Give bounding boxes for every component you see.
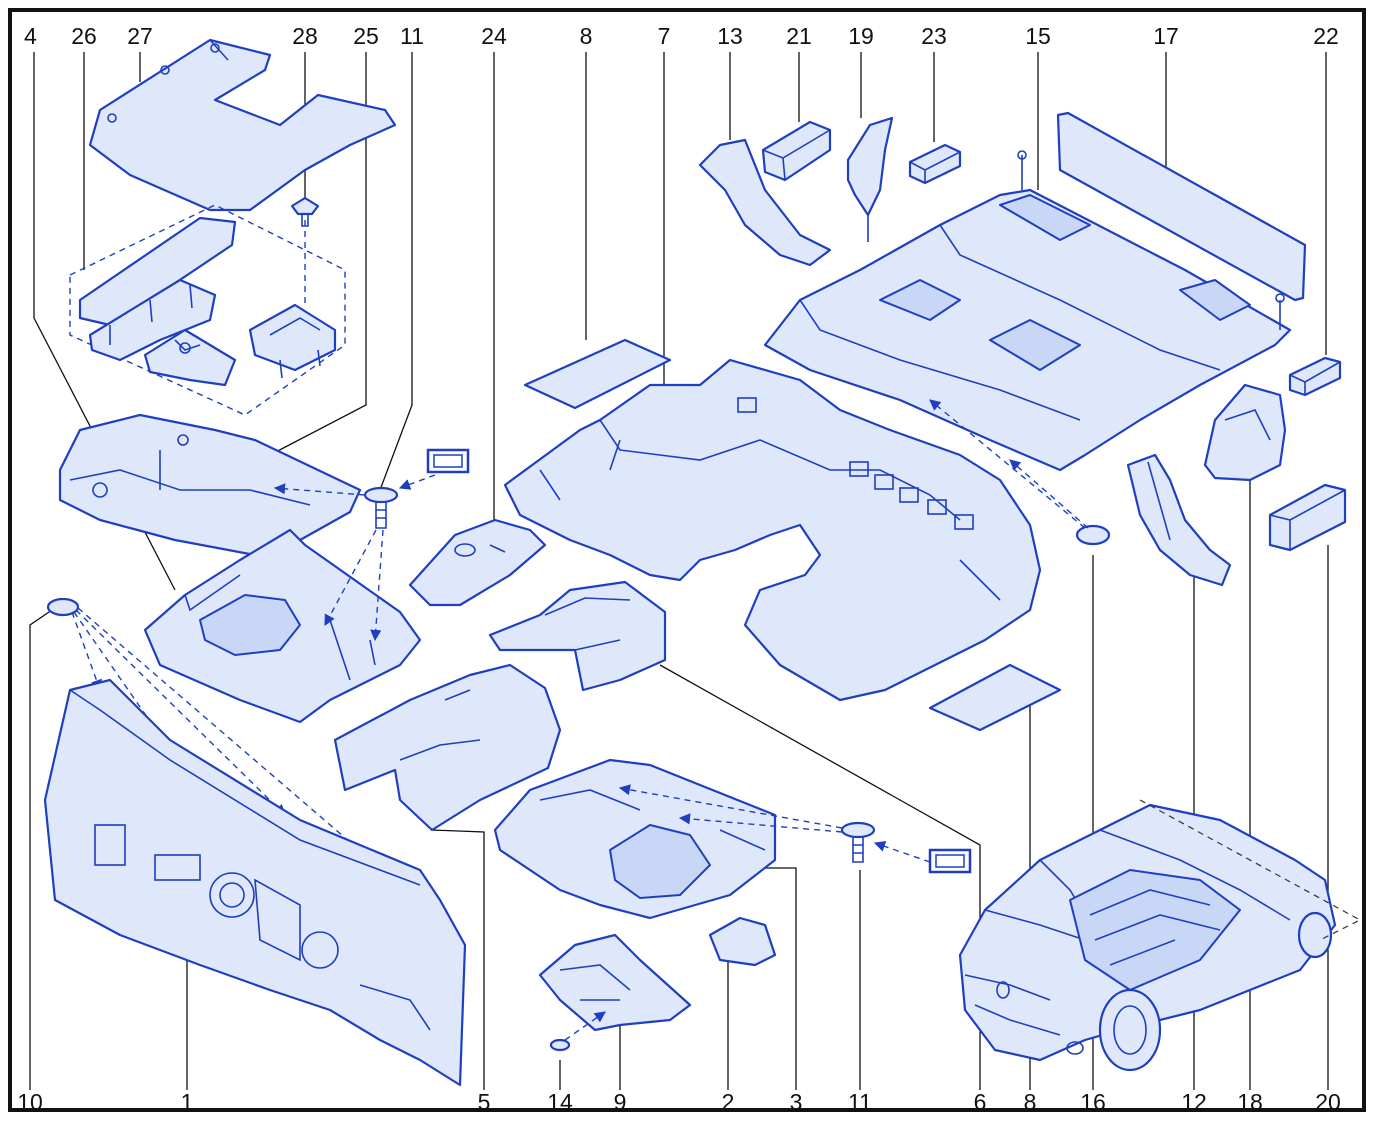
part-1-firewall-insulator [43, 678, 467, 1087]
part-8-sheet-upper [523, 338, 672, 410]
callout-bottom-9: 9 [614, 1089, 627, 1115]
callout-top-21: 21 [786, 23, 812, 49]
part-26-bracket-strip [78, 216, 237, 362]
vehicle-location-illustration [958, 799, 1362, 1072]
callout-top-22: 22 [1313, 23, 1339, 49]
part-4-center-floor-panel [143, 528, 422, 724]
callout-bottom-18: 18 [1237, 1089, 1263, 1115]
callout-bottom-11: 11 [848, 1089, 872, 1115]
fixing-arrows-top [273, 474, 436, 642]
part-23-foam-block [908, 143, 962, 185]
part-17-rear-panel [1056, 111, 1307, 302]
callout-top-19: 19 [848, 23, 874, 49]
callout-top-24: 24 [481, 23, 507, 49]
callouts-bottom: 10 1 5 14 9 2 3 11 6 8 16 12 18 20 [17, 1089, 1341, 1115]
callout-bottom-3: 3 [790, 1089, 803, 1115]
fixing-arrows-bottom [618, 784, 931, 863]
callout-top-15: 15 [1025, 23, 1051, 49]
part-5-side-insulator [333, 663, 562, 832]
part-21-foam-block [761, 120, 832, 182]
part-27-front-floor-mat [88, 38, 397, 212]
part-11-clip-top [363, 486, 399, 529]
callout-top-17: 17 [1153, 23, 1179, 49]
callout-top-4: 4 [24, 23, 37, 49]
callout-top-27: 27 [127, 23, 153, 49]
part-18-insulator-bracket [1203, 383, 1287, 482]
part-7-main-floor-carpet [503, 358, 1042, 702]
part-19-insulator-bracket [846, 116, 894, 242]
part-12-wheelarch-pad [1126, 453, 1232, 587]
callout-bottom-12: 12 [1181, 1089, 1207, 1115]
callouts-top: 4 26 27 28 25 11 24 8 7 13 21 19 23 15 1… [24, 23, 1339, 49]
part-6-tunnel-insulator [488, 580, 667, 692]
callout-bottom-10: 10 [17, 1089, 43, 1115]
callout-top-26: 26 [71, 23, 97, 49]
part-15-rear-floor-insulator [763, 150, 1292, 472]
callout-top-7: 7 [658, 23, 671, 49]
part-20-foam-block [1268, 483, 1347, 552]
callout-bottom-1: 1 [181, 1089, 194, 1115]
part-22-foam-block [1288, 356, 1342, 397]
callout-bottom-16: 16 [1080, 1089, 1106, 1115]
part-8-sheet-lower [928, 663, 1062, 732]
bracket-group-outline [69, 204, 346, 416]
gasket-square-top [426, 448, 470, 474]
part-14-clip [549, 1011, 606, 1052]
callout-bottom-14: 14 [547, 1089, 573, 1115]
callout-bottom-8: 8 [1024, 1089, 1037, 1115]
callout-top-23: 23 [921, 23, 947, 49]
part-24-console-insulator [408, 518, 547, 607]
part-28-clip [290, 196, 320, 227]
part-25-rear-floor-panel [58, 413, 362, 557]
callout-top-25: 25 [353, 23, 379, 49]
floor-bracket-center [143, 328, 237, 387]
callout-bottom-5: 5 [478, 1089, 491, 1115]
callout-top-8: 8 [580, 23, 593, 49]
callout-bottom-6: 6 [974, 1089, 987, 1115]
part-10-clip [46, 597, 366, 856]
part-9-floor-plate [538, 933, 692, 1032]
callout-top-11: 11 [400, 23, 424, 49]
part-2-bracket [708, 916, 777, 967]
gasket-square-bottom [928, 848, 972, 874]
callout-top-28: 28 [292, 23, 318, 49]
callout-bottom-2: 2 [722, 1089, 735, 1115]
part-3-floor-panel-rear [493, 758, 777, 920]
part-16-clip [929, 399, 1111, 546]
floor-bracket-right [248, 303, 337, 379]
part-13-wheelarch-pad [698, 138, 832, 267]
callout-bottom-20: 20 [1315, 1089, 1341, 1115]
callout-top-13: 13 [717, 23, 743, 49]
part-11-clip-bottom [840, 821, 876, 863]
